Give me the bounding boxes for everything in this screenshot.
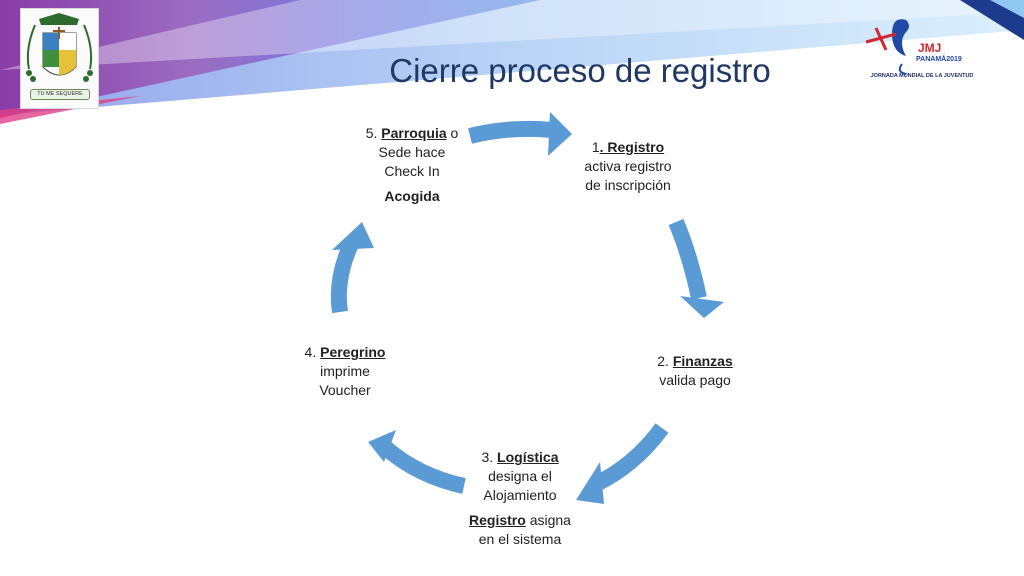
step-5-key: Parroquia — [381, 125, 447, 141]
arrow-4-to-5 — [330, 238, 360, 314]
arrowhead-5 — [332, 222, 374, 250]
step-1-key: . Registro — [599, 139, 665, 155]
top-right-light-band — [990, 0, 1024, 18]
arrow-5-to-1 — [468, 120, 553, 144]
arrowhead-3 — [576, 462, 604, 504]
jmj-logo-graphic — [865, 19, 909, 75]
coat-of-arms-graphic — [26, 13, 93, 82]
top-right-dark-band — [960, 0, 1024, 40]
top-swoosh-light — [0, 0, 1024, 70]
coat-of-arms-logo: TU ME SEQUERE — [20, 8, 99, 109]
step-3-extra-key: Registro — [469, 512, 526, 528]
arrowhead-2 — [680, 296, 724, 318]
step-3: 3. Logística designa el Alojamiento Regi… — [469, 449, 571, 547]
step-3-key: Logística — [497, 449, 559, 465]
step-4: 4. Peregrino imprime Voucher — [304, 344, 386, 398]
bottom-left-swoosh — [0, 96, 140, 124]
logo-panama-text: PANAMÁ2019 — [916, 56, 962, 63]
jmj-panama-logo: JMJ PANAMÁ2019 JORNADA MUNDIAL DE LA JUV… — [862, 12, 982, 90]
step-2: 2. Finanzas valida pago — [657, 353, 733, 388]
logo-jmj-text: JMJ — [918, 41, 942, 55]
arrowhead-1 — [548, 112, 572, 156]
step-2-key: Finanzas — [672, 353, 733, 369]
logo-motto: TU ME SEQUERE — [30, 89, 90, 100]
step-1: 1. Registro activa registro de inscripci… — [584, 139, 672, 193]
top-swoosh-blue — [0, 0, 1024, 115]
step-5: 5. Parroquia o Sede hace Check In Acogid… — [350, 124, 474, 206]
logo-subtitle: JORNADA MUNDIAL DE LA JUVENTUD — [870, 73, 974, 79]
arrow-2-to-3 — [592, 423, 669, 492]
arrowhead-4 — [368, 430, 396, 462]
page-title: Cierre proceso de registro — [389, 52, 771, 89]
step-4-key: Peregrino — [320, 344, 386, 360]
arrow-3-to-4 — [380, 441, 466, 494]
arrow-1-to-2 — [668, 218, 707, 300]
step-5-extra: Acogida — [384, 188, 440, 204]
